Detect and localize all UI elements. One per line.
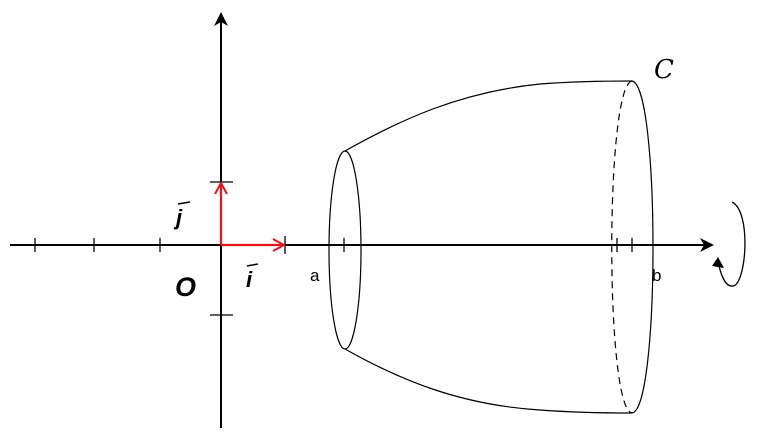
origin-label: O bbox=[175, 272, 196, 302]
lower-profile-curve bbox=[344, 348, 633, 414]
rotation-arrow-icon bbox=[712, 201, 746, 287]
left-cross-section bbox=[328, 150, 362, 350]
right-cross-section-back bbox=[611, 80, 633, 414]
i-vector-label-bar bbox=[246, 263, 259, 267]
j-vector-label-bar bbox=[177, 201, 191, 205]
solid-of-revolution bbox=[328, 80, 654, 414]
a-label: a bbox=[310, 266, 320, 285]
right-cross-section-front bbox=[631, 80, 654, 414]
i-vector-label: i bbox=[246, 267, 253, 292]
j-vector-label: j bbox=[173, 205, 183, 230]
b-label: b bbox=[652, 266, 661, 285]
curve-label: C bbox=[654, 55, 674, 85]
upper-profile-curve bbox=[344, 80, 633, 152]
